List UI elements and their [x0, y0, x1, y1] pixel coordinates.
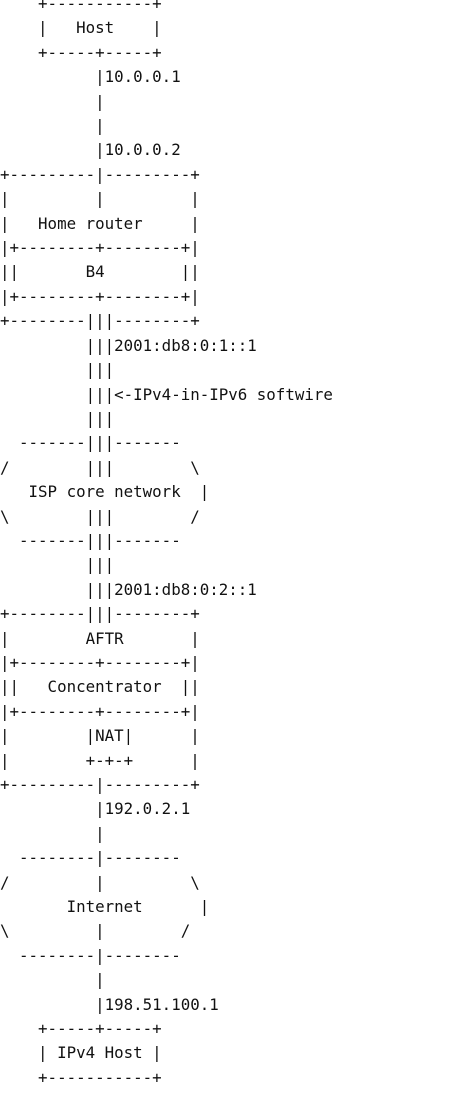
diagram-line: | IPv4 Host | — [0, 1043, 162, 1063]
diagram-line: +-----------+ — [0, 1067, 162, 1087]
diagram-line: ||| — [0, 408, 115, 428]
diagram-line: +--------|||--------+ — [0, 311, 200, 331]
diagram-line: || B4 || — [0, 262, 200, 282]
diagram-line: | — [0, 970, 105, 990]
diagram-line: +---------|---------+ — [0, 164, 200, 184]
diagram-line: --------|-------- — [0, 945, 181, 965]
diagram-line: | — [0, 116, 105, 136]
diagram-line: +-----+-----+ — [0, 1019, 162, 1039]
diagram-line: |+--------+--------+| — [0, 238, 200, 258]
diagram-line: | — [0, 823, 105, 843]
diagram-line: | | | — [0, 189, 200, 209]
diagram-line: / ||| \ — [0, 457, 200, 477]
diagram-line: ||| — [0, 360, 115, 380]
diagram-line: Internet | — [0, 897, 210, 917]
diagram-line: ISP core network | — [0, 482, 210, 502]
diagram-line: || Concentrator || — [0, 677, 200, 697]
diagram-line: |198.51.100.1 — [0, 994, 219, 1014]
diagram-line: \ | / — [0, 921, 191, 941]
diagram-line: |192.0.2.1 — [0, 799, 191, 819]
diagram-line: |10.0.0.1 — [0, 67, 181, 87]
diagram-line: | Host | — [0, 18, 162, 38]
diagram-line: |||2001:db8:0:2::1 — [0, 579, 257, 599]
diagram-line: / | \ — [0, 872, 200, 892]
diagram-line: |10.0.0.2 — [0, 140, 181, 160]
ascii-network-diagram: +-----------+ | Host | +-----+-----+ |10… — [0, 0, 333, 1087]
diagram-line: |+--------+--------+| — [0, 652, 200, 672]
diagram-line: |||2001:db8:0:1::1 — [0, 335, 257, 355]
diagram-line: | Home router | — [0, 213, 200, 233]
diagram-line: ||| — [0, 555, 115, 575]
diagram-line: | +-+-+ | — [0, 750, 200, 770]
diagram-line: |+--------+--------+| — [0, 701, 200, 721]
diagram-line: +-----+-----+ — [0, 42, 162, 62]
diagram-line: |+--------+--------+| — [0, 286, 200, 306]
diagram-line: --------|-------- — [0, 848, 181, 868]
diagram-line: -------|||------- — [0, 530, 181, 550]
diagram-line: +-----------+ — [0, 0, 162, 13]
diagram-line: -------|||------- — [0, 433, 181, 453]
diagram-line: \ ||| / — [0, 506, 200, 526]
diagram-line: | |NAT| | — [0, 726, 200, 746]
diagram-line: | AFTR | — [0, 628, 200, 648]
diagram-line: |||<-IPv4-in-IPv6 softwire — [0, 384, 333, 404]
diagram-line: | — [0, 91, 105, 111]
diagram-line: +--------|||--------+ — [0, 604, 200, 624]
diagram-line: +---------|---------+ — [0, 775, 200, 794]
